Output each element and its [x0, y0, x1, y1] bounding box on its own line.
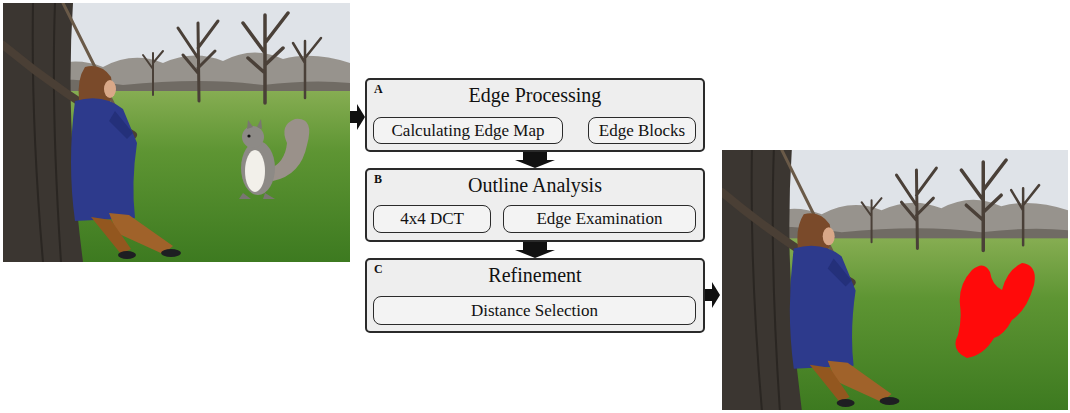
block-arrow — [515, 242, 555, 258]
input-photo — [3, 3, 350, 262]
stage-box: BOutline Analysis4x4 DCTEdge Examination — [365, 168, 705, 242]
process-box: Edge Blocks — [588, 117, 696, 144]
process-box: Calculating Edge Map — [373, 117, 563, 144]
step-label: Calculating Edge Map — [392, 121, 545, 141]
step-label: 4x4 DCT — [400, 209, 464, 229]
input-arrow — [350, 104, 365, 130]
step-label: Edge Blocks — [599, 121, 685, 141]
squirrel-ears — [247, 119, 262, 129]
block-arrow — [515, 152, 555, 168]
stage-heading: Refinement — [367, 260, 703, 287]
process-box: Distance Selection — [373, 296, 696, 325]
squirrel-feet — [239, 193, 275, 199]
flow-arrow — [515, 242, 555, 258]
squirrel-belly — [245, 150, 265, 192]
squirrel-tail — [269, 119, 309, 181]
stage-heading: Outline Analysis — [367, 170, 703, 197]
squirrel-head — [242, 126, 264, 148]
detection-mask — [955, 263, 1034, 358]
step-label: Distance Selection — [471, 301, 598, 321]
stage-box: CRefinementDistance Selection — [365, 258, 705, 333]
squirrel-eye — [247, 134, 250, 137]
process-box: 4x4 DCT — [373, 205, 491, 233]
stage-heading: Edge Processing — [367, 80, 703, 107]
stage-box: AEdge ProcessingCalculating Edge MapEdge… — [365, 78, 705, 152]
squirrel-body — [241, 141, 275, 195]
step-label: Edge Examination — [536, 209, 662, 229]
flow-arrow — [515, 152, 555, 168]
output-photo — [722, 150, 1068, 410]
output-arrow — [705, 282, 720, 308]
process-box: Edge Examination — [503, 205, 696, 233]
squirrel — [239, 119, 309, 199]
